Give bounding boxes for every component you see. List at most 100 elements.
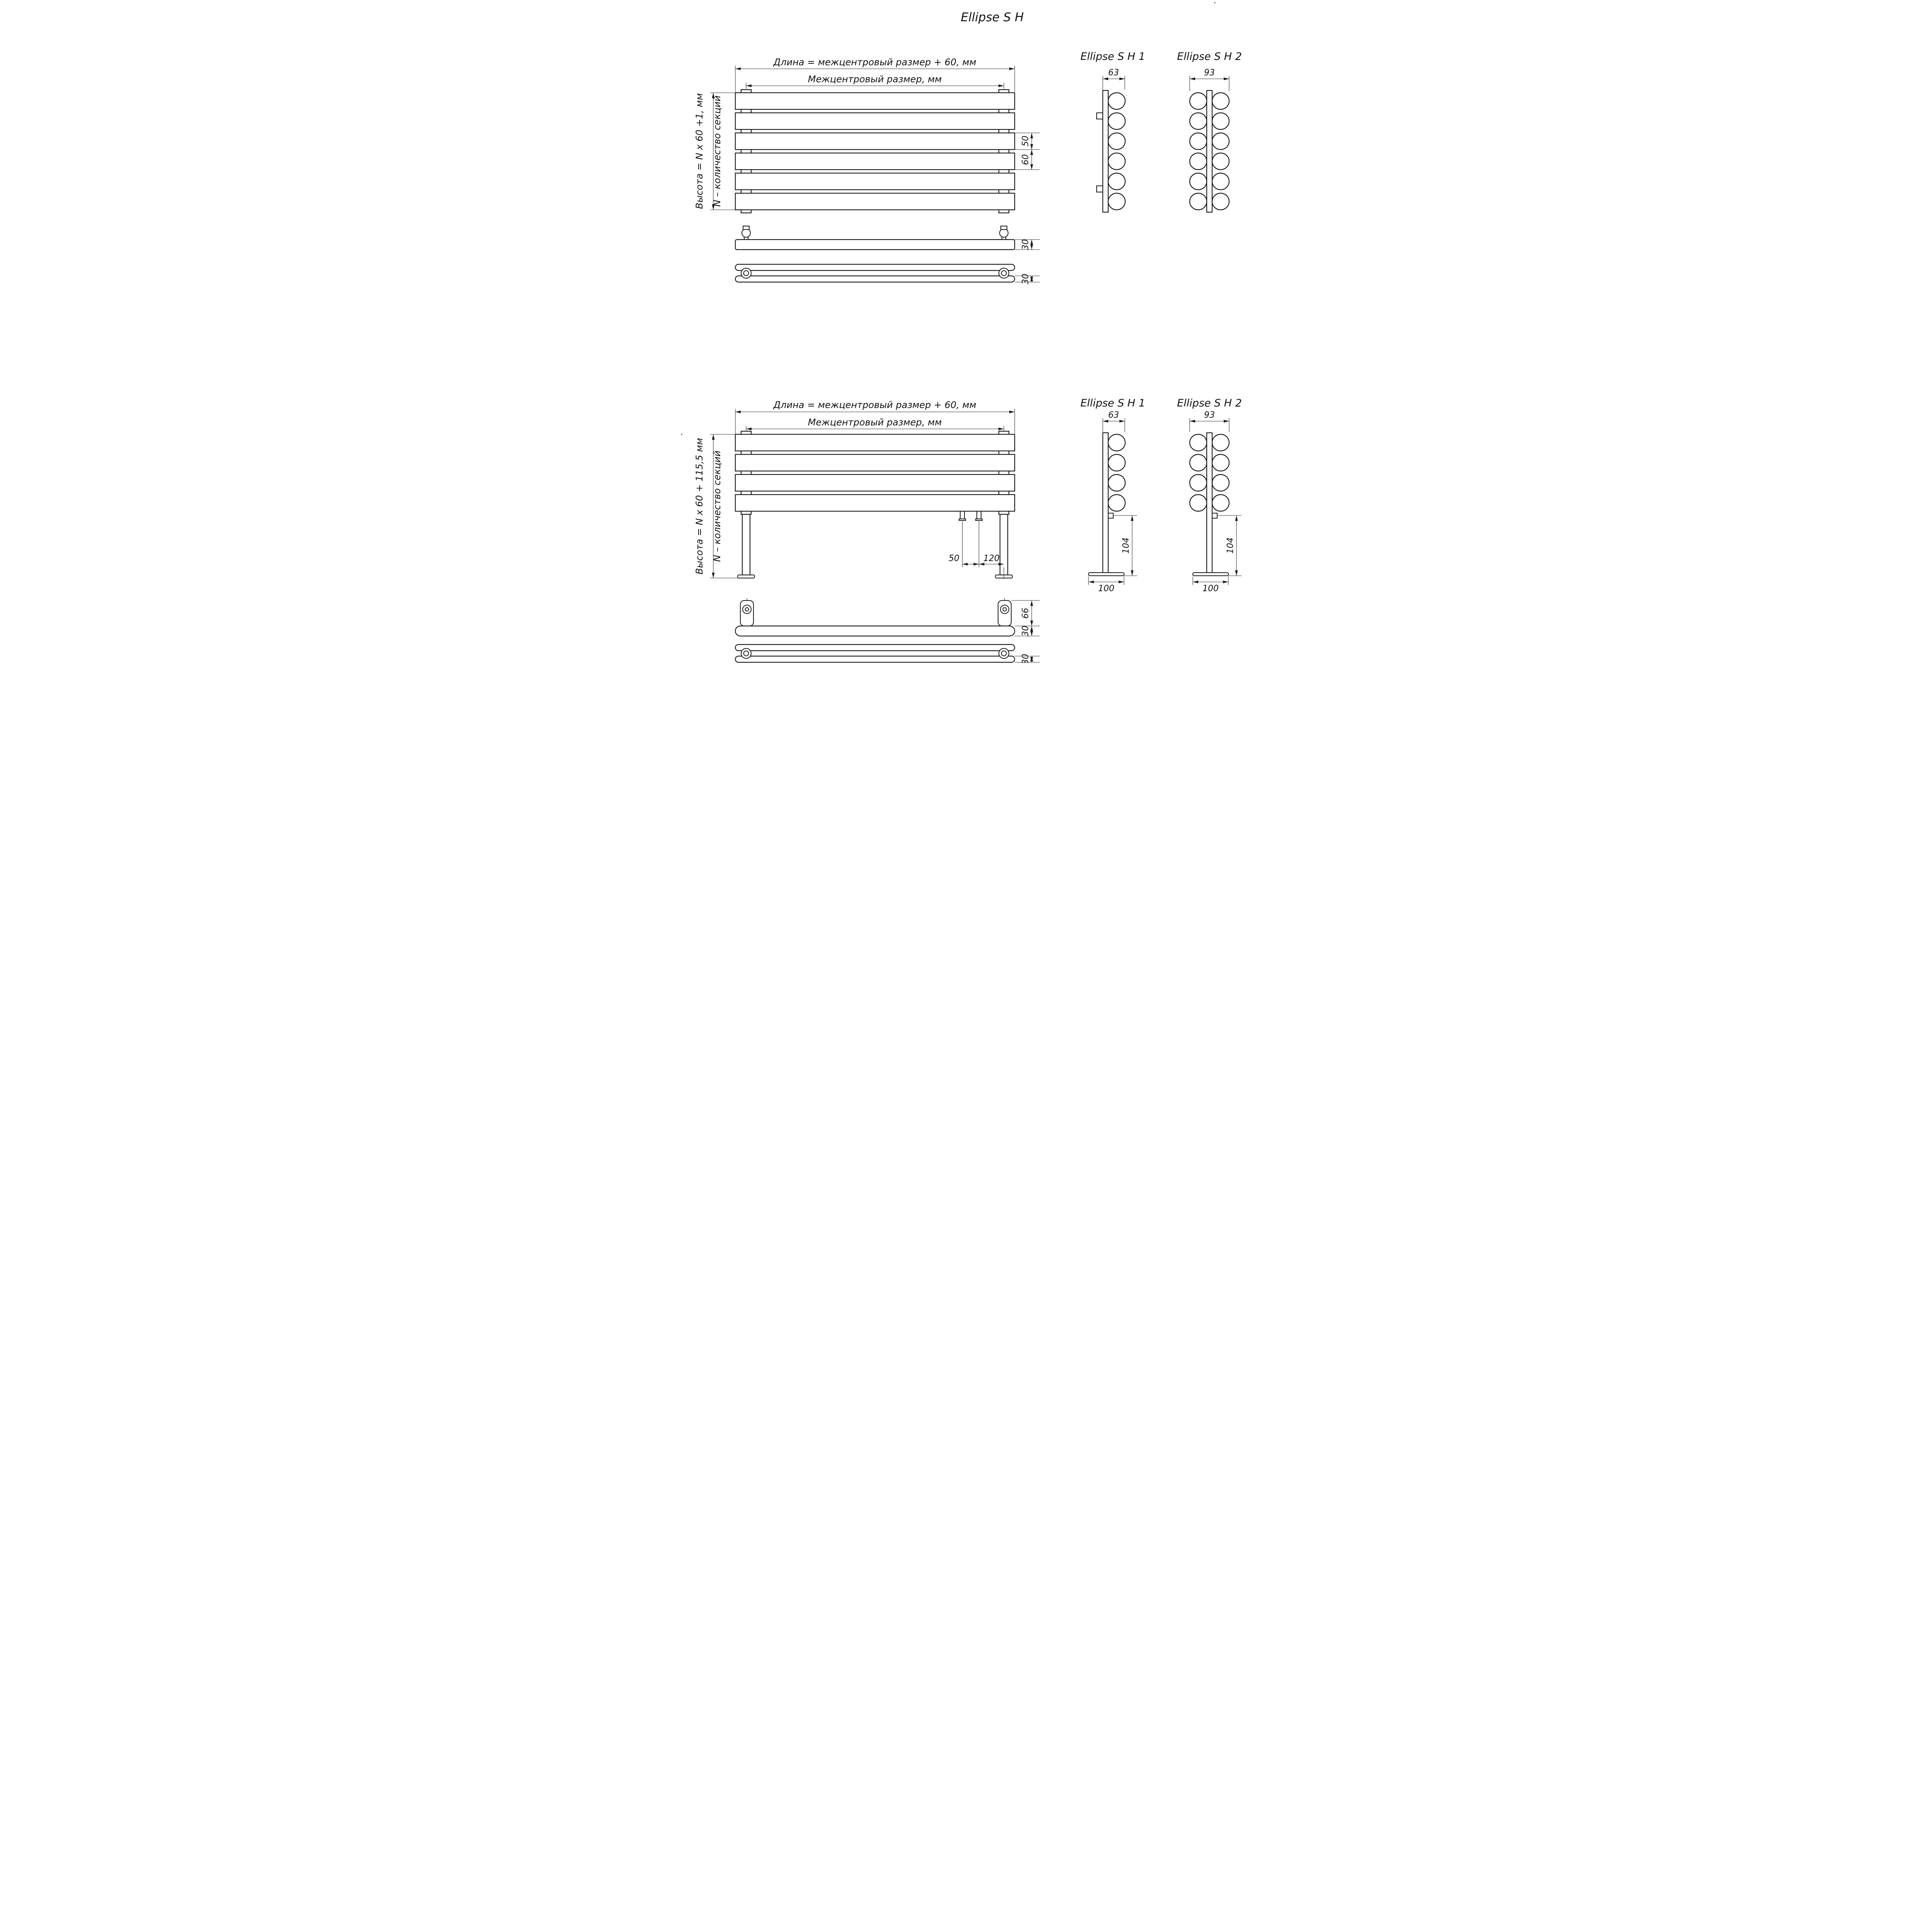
- radiator-tube: [735, 112, 1015, 130]
- tube-section: [1107, 152, 1126, 170]
- base-width-value: 100: [1098, 584, 1114, 594]
- tube-section: [1189, 172, 1208, 190]
- radiator-tube: [735, 132, 1015, 150]
- dim-length-label: Длина = межцентровый размер + 60, мм: [773, 400, 976, 410]
- drawing-sheet: Ellipse S H Длина = межцентровый размер …: [679, 0, 1253, 663]
- collector-bar: [1206, 90, 1213, 213]
- leg-left: [742, 514, 751, 576]
- tube-section: [1211, 434, 1230, 452]
- leg-right: [999, 514, 1009, 576]
- side2-width-value: 93: [1204, 410, 1215, 420]
- radiator-tube-top: [735, 644, 1015, 651]
- dim-bracket-value: 66: [1021, 608, 1031, 619]
- tube-section: [1211, 92, 1230, 110]
- end-fitting-inner: [1001, 270, 1007, 276]
- wall-version: Длина = межцентровый размер + 60, мм Меж…: [694, 51, 1242, 284]
- valve-body: [999, 228, 1009, 238]
- side2-title: Ellipse S H 2: [1177, 51, 1242, 63]
- radiator-tube-top: [735, 239, 1015, 250]
- end-fitting-inner: [1001, 650, 1007, 656]
- tube-section: [1211, 172, 1230, 190]
- radiator-tube: [735, 434, 1015, 452]
- collector-leg: [1206, 432, 1213, 573]
- tube-section: [1211, 132, 1230, 150]
- dim-center-wall: Межцентровый размер, мм: [746, 74, 1004, 89]
- technical-drawing: Ellipse S H Длина = межцентровый размер …: [681, 2, 1242, 663]
- pipe-cap: [959, 519, 966, 521]
- floor-version: Длина = межцентровый размер + 60, мм Меж…: [694, 397, 1242, 663]
- tube-section: [1211, 474, 1230, 492]
- dim-height-floor: Высота = N x 60 + 115,5 мм N – количеств…: [694, 434, 738, 578]
- tube-section: [1189, 152, 1208, 170]
- tube-section: [1107, 454, 1126, 472]
- valve-cap: [1000, 226, 1007, 230]
- radiator-tube: [735, 454, 1015, 472]
- dim-tube-pitch: 50 60: [1015, 133, 1040, 170]
- end-fitting-inner: [743, 270, 749, 276]
- tube-section: [1107, 494, 1126, 512]
- dim-length-wall: Длина = межцентровый размер + 60, мм: [735, 57, 1015, 92]
- side1-title: Ellipse S H 1: [1080, 397, 1145, 409]
- stray-mark: [681, 434, 682, 435]
- tube-section: [1189, 434, 1208, 452]
- dim-height-label: Высота = N x 60 +1, мм: [694, 93, 705, 209]
- side1-width-value: 63: [1108, 68, 1119, 78]
- radiator-tube-top: [735, 264, 1015, 271]
- dim-length-floor: Длина = межцентровый размер + 60, мм: [735, 400, 1015, 434]
- radiator-tube: [735, 474, 1015, 492]
- side-view-sh1-floor: Ellipse S H 1 63 100 104: [1080, 397, 1145, 594]
- dim-depth-value: 30: [1021, 626, 1031, 636]
- side2-width-value: 93: [1204, 68, 1215, 78]
- dim-pipe-spacing-value: 50: [949, 554, 959, 563]
- dim-center-floor: Межцентровый размер, мм: [746, 417, 1004, 431]
- tube-section: [1211, 494, 1230, 512]
- radiator-tube: [735, 152, 1015, 170]
- collector-leg: [1102, 432, 1109, 573]
- top-view-floor-1: 66 30: [735, 598, 1040, 637]
- dim-height-label: Высота = N x 60 + 115,5 мм: [694, 438, 705, 574]
- pipe-fitting: [1212, 513, 1218, 519]
- radiator-tube: [735, 92, 1015, 110]
- dim-length-label: Длина = межцентровый размер + 60, мм: [773, 57, 976, 68]
- leg-height-value: 104: [1121, 537, 1131, 554]
- side2-title: Ellipse S H 2: [1177, 397, 1242, 409]
- wall-tab: [1096, 112, 1103, 119]
- tube-section: [1107, 192, 1126, 211]
- tube-section: [1211, 454, 1230, 472]
- dim-height-wall: Высота = N x 60 +1, мм N – количество се…: [694, 92, 735, 210]
- tube-section: [1107, 434, 1126, 452]
- front-view-wall: [735, 89, 1015, 214]
- tube-section: [1189, 494, 1208, 512]
- tube-section: [1189, 454, 1208, 472]
- radiator-tube: [735, 192, 1015, 211]
- wall-tab: [1096, 185, 1103, 192]
- tube-section: [1189, 192, 1208, 211]
- dim-sections-label: N – количество секций: [712, 451, 723, 562]
- radiator-tube-top: [735, 275, 1015, 283]
- stray-mark: [1214, 2, 1216, 3]
- tube-section: [1211, 152, 1230, 170]
- dim-depth-value: 30: [1021, 239, 1031, 250]
- bottom-pipe: [960, 511, 965, 520]
- pipe-fitting: [1108, 513, 1114, 519]
- side-view-sh2-wall: Ellipse S H 2 93: [1177, 51, 1242, 213]
- tube-section: [1107, 92, 1126, 110]
- leg-base-left: [737, 575, 755, 578]
- tube-section: [1189, 474, 1208, 492]
- end-fitting-inner: [743, 650, 749, 656]
- front-view-floor: [735, 430, 1015, 578]
- mounting-bracket-right: [998, 89, 1010, 214]
- valve-cap: [743, 226, 750, 230]
- radiator-tube-top: [735, 625, 1015, 637]
- bracket-hole-inner: [1002, 607, 1007, 612]
- dim-pipe-to-leg-value: 120: [983, 554, 1000, 563]
- top-view-floor-2: 30: [735, 644, 1040, 663]
- radiator-tube: [735, 172, 1015, 190]
- collector-bar: [1102, 90, 1109, 213]
- side-view-sh1-wall: Ellipse S H 1 63: [1080, 51, 1145, 213]
- top-view-wall-1: 30: [735, 226, 1040, 250]
- dim-pipe-spacing: 50 120: [949, 521, 1004, 579]
- tube-section: [1189, 132, 1208, 150]
- bracket-hole-inner: [745, 607, 749, 612]
- top-view-wall-2: 30: [735, 264, 1040, 284]
